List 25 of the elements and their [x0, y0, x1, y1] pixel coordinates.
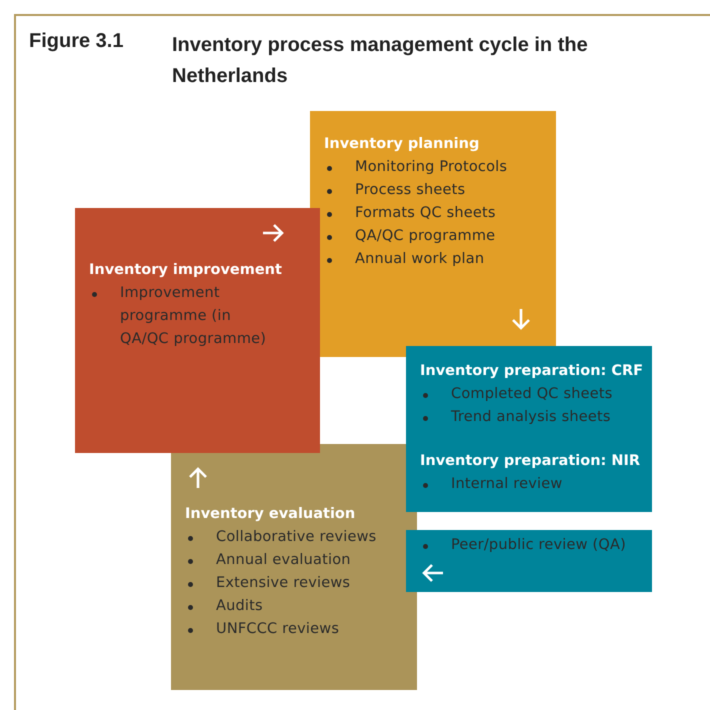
bullet-item: Monitoring Protocols [324, 156, 542, 179]
bullet-item: Improvement programme (in QA/QC programme) [89, 282, 271, 351]
bullet-item: Annual work plan [324, 248, 542, 271]
bullet-item: Formats QC sheets [324, 202, 542, 225]
diagram-title: Inventory process management cycle in the Netherlands [172, 33, 589, 89]
process-box [406, 530, 652, 592]
bullet-item: Collaborative reviews [185, 526, 403, 549]
bullet-item: Trend analysis sheets [420, 406, 638, 429]
bullet-item: UNFCCC reviews [185, 618, 403, 641]
bullet-item: QA/QC programme [324, 225, 542, 248]
box-heading: Inventory improvement [89, 261, 282, 280]
box-heading: Inventory evaluation [185, 505, 356, 524]
box-heading: Inventory preparation: CRF [420, 362, 644, 381]
bullet-item: Peer/public review (QA) [420, 534, 638, 557]
bullet-item: Completed QC sheets [420, 383, 638, 406]
bullet-item: Extensive reviews [185, 572, 403, 595]
process-box [75, 208, 320, 453]
process-box [406, 346, 652, 512]
figure-number: Figure 3.1 [29, 30, 124, 53]
bullet-item: Audits [185, 595, 403, 618]
bullet-item: Internal review [420, 473, 638, 496]
bullet-item: Process sheets [324, 179, 542, 202]
bullet-item: Annual evaluation [185, 549, 403, 572]
box-heading: Inventory planning [324, 135, 480, 154]
box-heading: Inventory preparation: NIR [420, 452, 640, 471]
